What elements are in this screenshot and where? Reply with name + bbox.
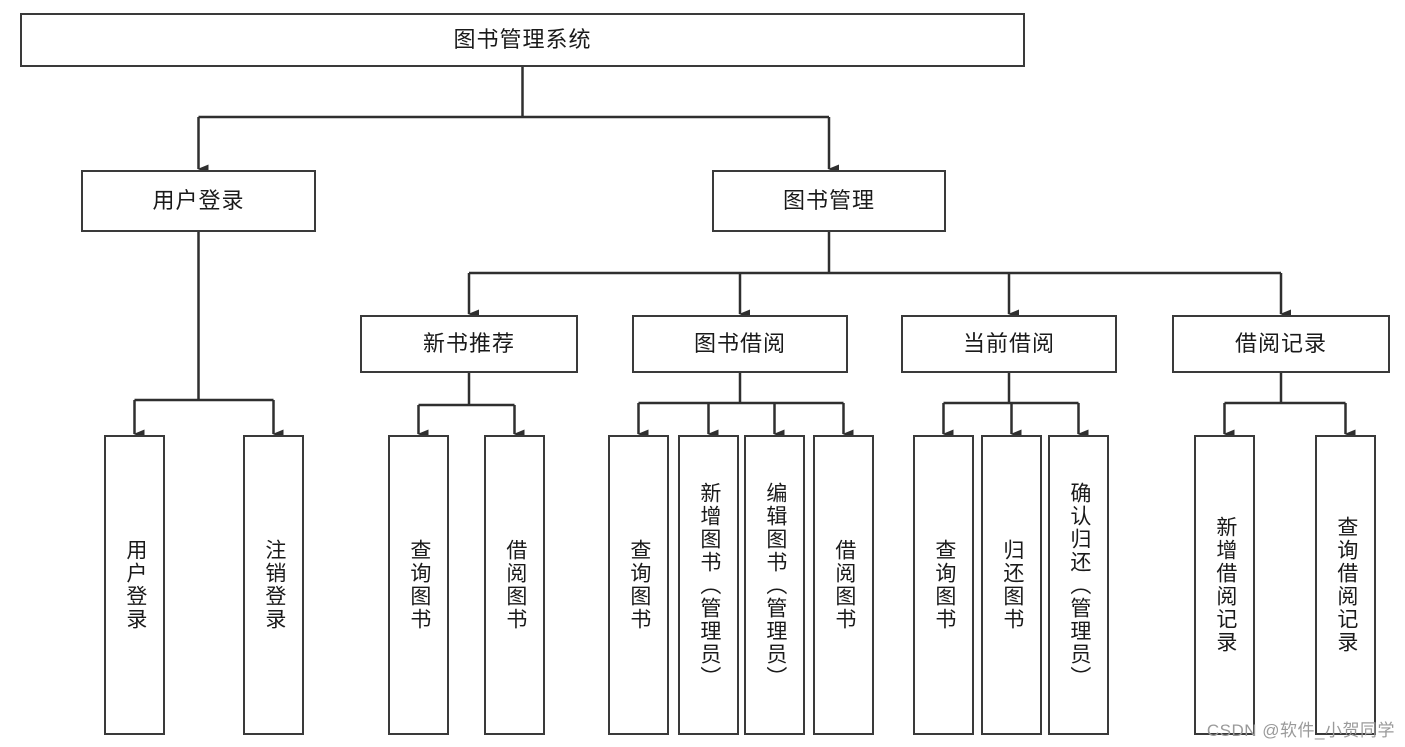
- node-label: 图书管理系统: [453, 26, 592, 52]
- node-leaf-edit-book[interactable]: 编辑图书（管理员）: [744, 435, 805, 735]
- node-label: 查询借阅记录: [1334, 516, 1358, 654]
- node-current-borrow[interactable]: 当前借阅: [901, 315, 1117, 373]
- node-label: 用户登录: [152, 187, 245, 213]
- node-label: 用户登录: [123, 539, 147, 631]
- node-label: 借阅图书: [503, 539, 527, 631]
- node-label: 查询图书: [932, 539, 956, 631]
- edge-paths: [133, 67, 1356, 439]
- node-label: 新书推荐: [422, 330, 515, 356]
- node-leaf-logout[interactable]: 注销登录: [243, 435, 304, 735]
- node-user-login[interactable]: 用户登录: [81, 170, 316, 232]
- node-label: 确认归还（管理员）: [1067, 481, 1091, 689]
- node-borrow-record[interactable]: 借阅记录: [1172, 315, 1390, 373]
- node-label: 当前借阅: [962, 330, 1055, 356]
- node-book-manage[interactable]: 图书管理: [712, 170, 946, 232]
- node-leaf-query-record[interactable]: 查询借阅记录: [1315, 435, 1376, 735]
- node-book-borrow[interactable]: 图书借阅: [632, 315, 848, 373]
- node-label: 查询图书: [407, 539, 431, 631]
- node-new-book-rec[interactable]: 新书推荐: [360, 315, 578, 373]
- node-leaf-query-book-3[interactable]: 查询图书: [913, 435, 974, 735]
- node-leaf-borrow-book-2[interactable]: 借阅图书: [813, 435, 874, 735]
- node-root[interactable]: 图书管理系统: [20, 13, 1025, 67]
- node-label: 图书借阅: [693, 330, 786, 356]
- node-leaf-query-book-2[interactable]: 查询图书: [608, 435, 669, 735]
- node-leaf-user-login[interactable]: 用户登录: [104, 435, 165, 735]
- node-label: 注销登录: [262, 539, 286, 631]
- node-leaf-return-book[interactable]: 归还图书: [981, 435, 1042, 735]
- node-leaf-borrow-book-1[interactable]: 借阅图书: [484, 435, 545, 735]
- node-label: 借阅记录: [1234, 330, 1327, 356]
- node-leaf-add-book[interactable]: 新增图书（管理员）: [678, 435, 739, 735]
- node-label: 新增图书（管理员）: [697, 481, 721, 689]
- node-label: 查询图书: [627, 539, 651, 631]
- node-leaf-confirm-return[interactable]: 确认归还（管理员）: [1048, 435, 1109, 735]
- node-leaf-add-record[interactable]: 新增借阅记录: [1194, 435, 1255, 735]
- node-leaf-query-book-1[interactable]: 查询图书: [388, 435, 449, 735]
- node-label: 归还图书: [1000, 539, 1024, 631]
- node-label: 借阅图书: [832, 539, 856, 631]
- node-label: 编辑图书（管理员）: [763, 481, 787, 689]
- node-label: 图书管理: [782, 187, 875, 213]
- node-label: 新增借阅记录: [1213, 516, 1237, 654]
